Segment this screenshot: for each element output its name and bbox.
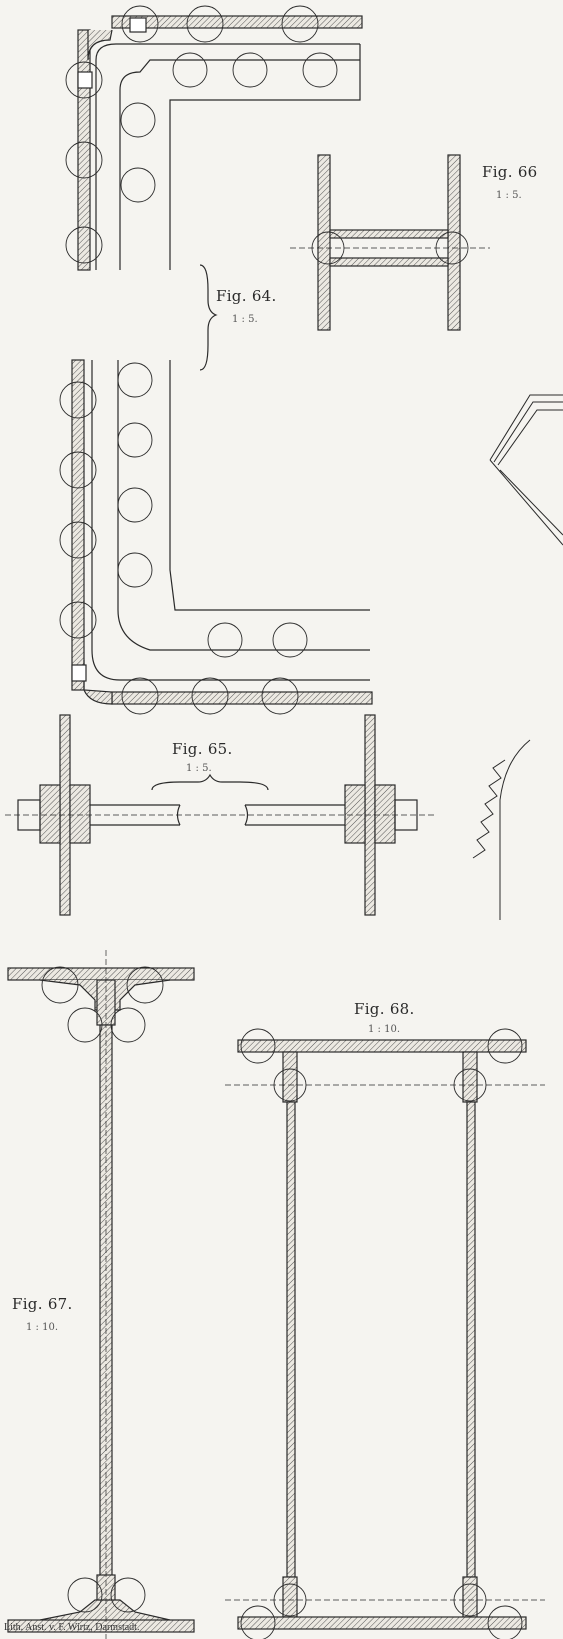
fig67-drawing xyxy=(7,950,195,1639)
rivet-circles xyxy=(65,5,338,264)
fig68-scale: 1 : 10. xyxy=(368,1024,400,1035)
fig64-top-corner xyxy=(65,5,363,271)
fig65-label: Fig. 65. xyxy=(172,740,233,758)
fig66-scale: 1 : 5. xyxy=(496,190,522,201)
fig67-scale: 1 : 10. xyxy=(26,1322,58,1333)
fig65-brace xyxy=(151,773,269,791)
fig68-label: Fig. 68. xyxy=(354,1000,415,1018)
rivet-circles xyxy=(59,362,308,715)
lithographer-imprint: Lith. Anst. v. F. Wirtz, Darmstadt. xyxy=(4,1622,140,1633)
fig64-brace xyxy=(199,264,218,371)
fig64-scale: 1 : 5. xyxy=(232,314,258,325)
fig64-bottom-corner xyxy=(59,359,373,715)
fig68-drawing xyxy=(225,1028,545,1639)
fig66-label: Fig. 66 xyxy=(482,163,538,181)
fig67-label: Fig. 67. xyxy=(12,1295,73,1313)
fig64-label: Fig. 64. xyxy=(216,287,277,305)
fig65-drawing xyxy=(5,714,435,916)
partial-drawing-right xyxy=(472,394,563,920)
fig66-drawing xyxy=(290,154,490,331)
fig65-scale: 1 : 5. xyxy=(186,763,212,774)
